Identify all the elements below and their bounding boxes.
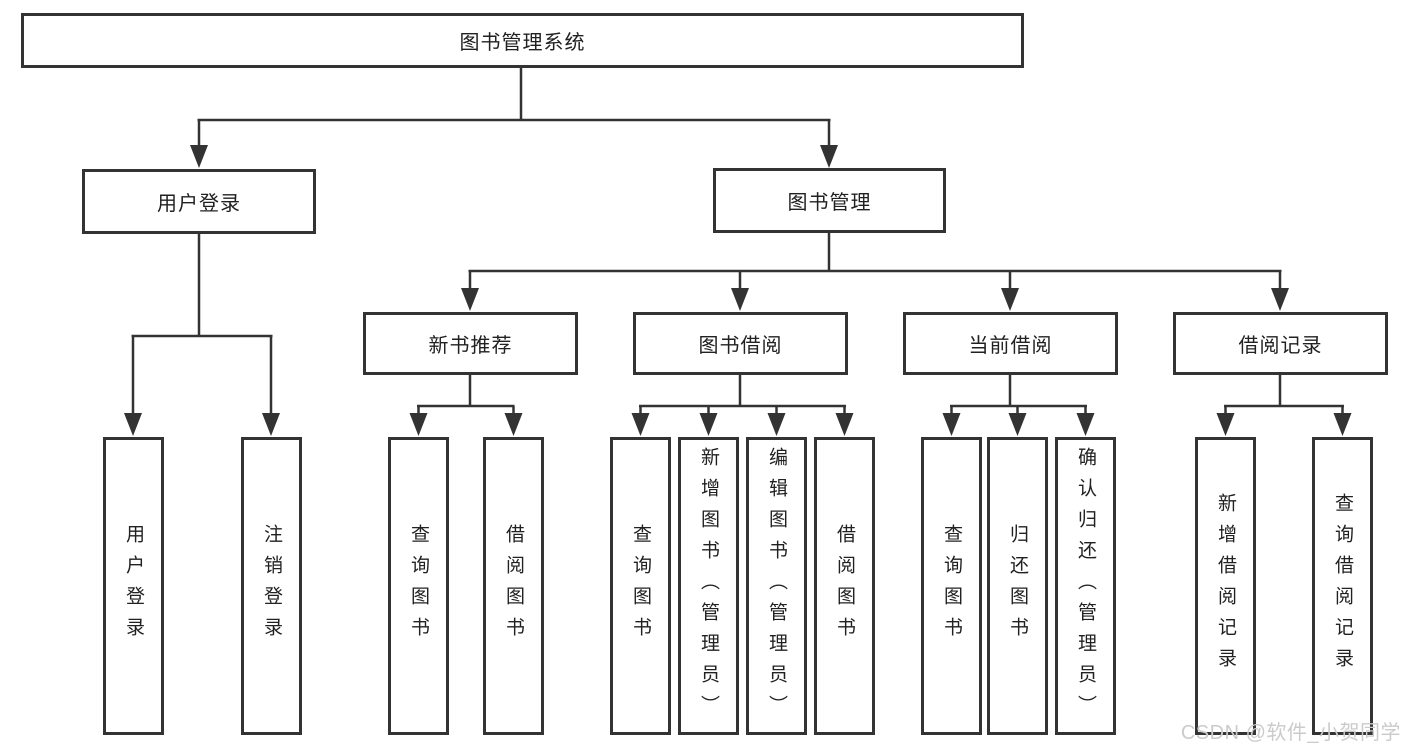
node-book-borrow: 图书借阅: [633, 312, 848, 375]
leaf-bw-query-books-label: 查询图书: [630, 524, 651, 648]
leaf-bw-edit-books-admin-label: 编辑图书（管理员）: [766, 446, 787, 726]
node-user-login: 用户登录: [82, 169, 316, 234]
node-new-book-recommend-label: 新书推荐: [428, 335, 513, 357]
leaf-rec-add-record-label: 新增借阅记录: [1215, 493, 1236, 679]
leaf-cur-return-books: 归还图书: [987, 437, 1048, 735]
leaf-user-login: 用户登录: [103, 437, 164, 735]
leaf-logout-label: 注销登录: [261, 524, 282, 648]
leaf-bw-query-books: 查询图书: [610, 437, 671, 735]
node-book-management-label: 图书管理: [787, 192, 872, 214]
node-book-management: 图书管理: [713, 168, 946, 233]
leaf-nb-query-books-label: 查询图书: [408, 524, 429, 648]
leaf-rec-query-record-label: 查询借阅记录: [1332, 493, 1353, 679]
node-current-borrow-label: 当前借阅: [968, 335, 1053, 357]
node-borrow-records-label: 借阅记录: [1238, 335, 1323, 357]
leaf-rec-add-record: 新增借阅记录: [1195, 437, 1256, 735]
leaf-user-login-label: 用户登录: [123, 524, 144, 648]
node-new-book-recommend: 新书推荐: [363, 312, 578, 375]
leaf-nb-borrow-books-label: 借阅图书: [503, 524, 524, 648]
leaf-logout: 注销登录: [241, 437, 302, 735]
leaf-nb-borrow-books: 借阅图书: [483, 437, 544, 735]
node-root-label: 图书管理系统: [459, 32, 586, 54]
node-borrow-records: 借阅记录: [1173, 312, 1388, 375]
leaf-rec-query-record: 查询借阅记录: [1312, 437, 1373, 735]
leaf-cur-query-books-label: 查询图书: [941, 524, 962, 648]
leaf-nb-query-books: 查询图书: [388, 437, 449, 735]
csdn-watermark: CSDN @软件_小贺同学: [1180, 722, 1401, 744]
leaf-bw-add-books-admin: 新增图书（管理员）: [678, 437, 739, 735]
leaf-bw-add-books-admin-label: 新增图书（管理员）: [698, 446, 719, 726]
leaf-cur-return-books-label: 归还图书: [1007, 524, 1028, 648]
node-root-library-system: 图书管理系统: [21, 13, 1024, 68]
node-user-login-label: 用户登录: [157, 193, 241, 215]
leaf-bw-borrow-books: 借阅图书: [814, 437, 875, 735]
node-book-borrow-label: 图书借阅: [698, 335, 783, 357]
leaf-cur-confirm-return-admin-label: 确认归还（管理员）: [1075, 446, 1096, 726]
leaf-cur-query-books: 查询图书: [921, 437, 982, 735]
node-current-borrow: 当前借阅: [903, 312, 1118, 375]
leaf-bw-borrow-books-label: 借阅图书: [834, 524, 855, 648]
leaf-cur-confirm-return-admin: 确认归还（管理员）: [1055, 437, 1116, 735]
leaf-bw-edit-books-admin: 编辑图书（管理员）: [746, 437, 807, 735]
